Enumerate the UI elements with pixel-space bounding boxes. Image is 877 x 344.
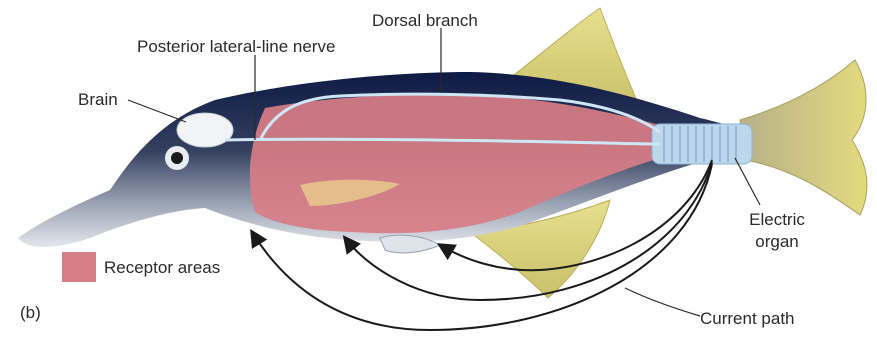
panel-label: (b) (20, 304, 41, 321)
leader-current-path (625, 288, 700, 316)
leader-electric-organ (735, 158, 760, 205)
posterior-nerve-label: Posterior lateral-line nerve (137, 38, 335, 55)
electric-organ (652, 124, 752, 164)
electric-organ-label-line1: Electric (742, 211, 812, 228)
electric-organ-label-line2: organ (742, 233, 812, 250)
leader-brain (128, 100, 186, 122)
brain (177, 113, 233, 147)
tail-fin (740, 60, 867, 215)
receptor-areas-label: Receptor areas (104, 259, 220, 276)
current-path-label: Current path (700, 310, 795, 327)
receptor-legend-swatch (62, 252, 96, 282)
dorsal-branch-label: Dorsal branch (372, 12, 478, 29)
brain-label: Brain (78, 91, 118, 108)
